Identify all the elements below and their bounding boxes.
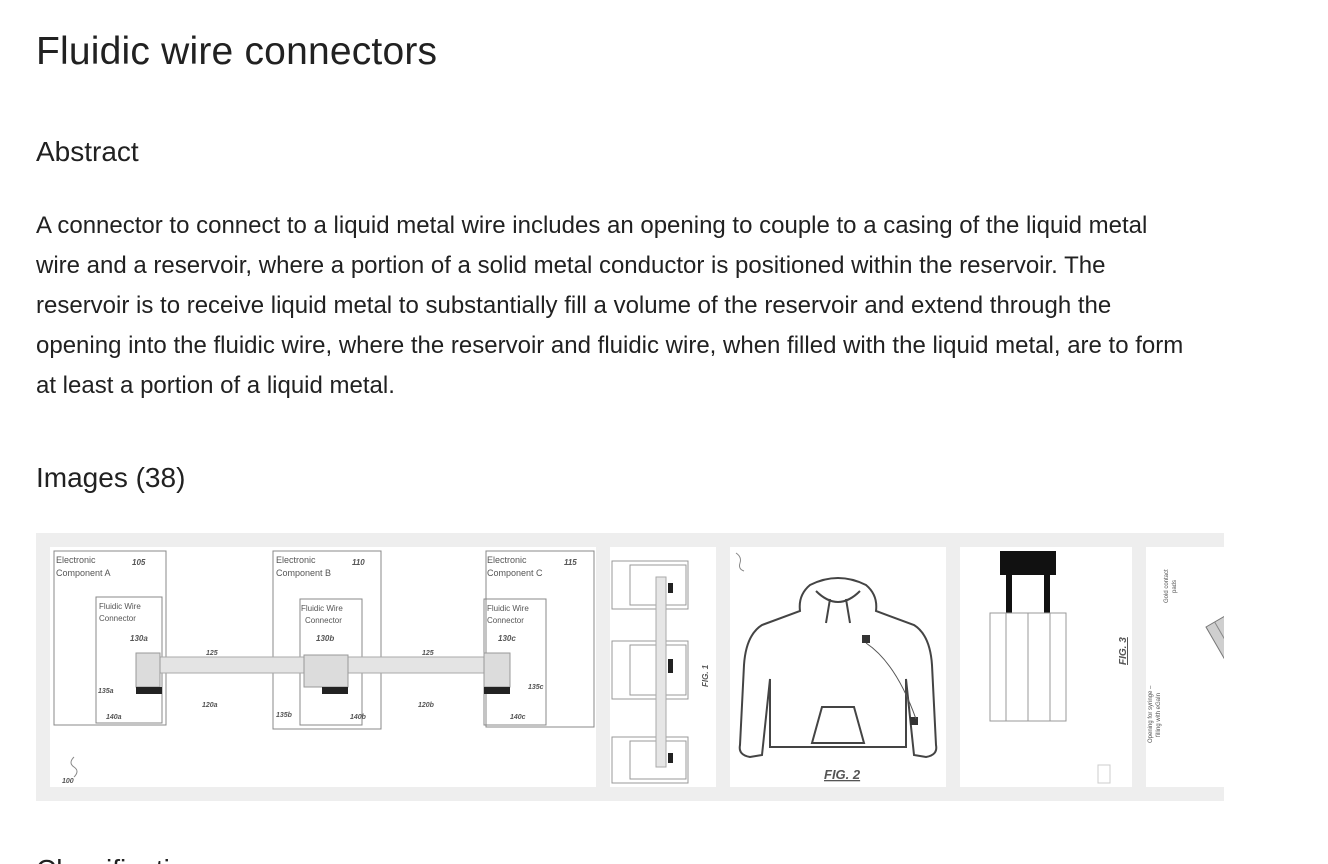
image-thumbnail-fig2[interactable]: FIG. 2 [730,547,946,787]
svg-text:Component A: Component A [56,568,111,578]
svg-text:140b: 140b [350,714,367,721]
svg-text:Fluidic Wire: Fluidic Wire [301,604,343,613]
page-title: Fluidic wire connectors [36,30,438,73]
svg-text:135b: 135b [276,712,293,719]
svg-text:140c: 140c [510,714,526,721]
svg-text:140a: 140a [106,714,122,721]
svg-text:Electronic: Electronic [276,555,316,565]
image-thumbnail-fig5[interactable]: Gold contact pads Opening for syringe – … [1146,547,1224,787]
svg-text:125: 125 [206,650,218,657]
svg-text:120a: 120a [202,702,218,709]
svg-text:pads: pads [1172,580,1178,593]
svg-text:Gold contact: Gold contact [1164,569,1170,603]
abstract-text: A connector to connect to a liquid metal… [36,212,1184,399]
image-strip[interactable]: Electronic Component A 105 Fluidic Wire … [36,533,1224,801]
abstract-heading: Abstract [36,136,139,167]
image-thumbnail-fig3[interactable]: FIG. 3 [960,547,1132,787]
svg-text:115: 115 [564,558,577,567]
svg-text:Component C: Component C [487,568,543,578]
images-heading: Images (38) [36,462,186,493]
svg-text:125: 125 [422,650,434,657]
classifications-heading: Classifications [36,854,196,864]
svg-text:Connector: Connector [99,614,136,623]
image-thumbnail-fig1[interactable]: Electronic Component A 105 Fluidic Wire … [50,547,596,787]
svg-text:Component B: Component B [276,568,331,578]
svg-text:105: 105 [132,558,146,567]
svg-text:135c: 135c [528,684,544,691]
svg-text:Connector: Connector [305,616,342,625]
svg-text:filling with eGaIn: filling with eGaIn [1156,693,1162,737]
svg-text:110: 110 [352,558,365,567]
svg-text:FIG. 2: FIG. 2 [824,767,861,782]
svg-text:Connector: Connector [487,616,524,625]
svg-text:135a: 135a [98,688,114,695]
svg-text:FIG. 1: FIG. 1 [701,664,710,687]
svg-text:130b: 130b [316,634,334,643]
svg-text:Fluidic Wire: Fluidic Wire [99,602,141,611]
svg-text:130c: 130c [498,634,516,643]
svg-text:Opening for syringe –: Opening for syringe – [1148,685,1154,743]
svg-text:130a: 130a [130,634,148,643]
svg-text:Electronic: Electronic [487,555,527,565]
svg-text:FIG. 3: FIG. 3 [1118,637,1129,665]
svg-text:Electronic: Electronic [56,555,96,565]
svg-text:100: 100 [62,778,74,785]
image-thumbnail-fig1-vertical[interactable]: FIG. 1 [610,547,716,787]
svg-text:Fluidic Wire: Fluidic Wire [487,604,529,613]
svg-text:120b: 120b [418,702,435,709]
